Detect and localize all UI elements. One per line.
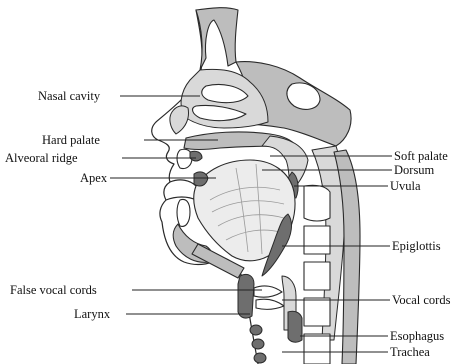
alveolar-ridge-tissue bbox=[190, 151, 202, 161]
label-trachea: Trachea bbox=[390, 345, 430, 359]
label-nasal-cavity: Nasal cavity bbox=[38, 89, 101, 103]
label-larynx: Larynx bbox=[74, 307, 111, 321]
tracheal-ring bbox=[252, 339, 264, 349]
label-esophagus: Esophagus bbox=[390, 329, 444, 343]
label-apex: Apex bbox=[80, 171, 108, 185]
nose-cartilage bbox=[170, 106, 189, 134]
tracheal-ring bbox=[254, 353, 266, 363]
vertebra-c2 bbox=[304, 185, 330, 221]
vertebra-c5 bbox=[304, 298, 330, 326]
false-vocal-fold bbox=[254, 286, 282, 297]
vertebra-c4 bbox=[304, 262, 330, 290]
label-false-vocal-cords: False vocal cords bbox=[10, 283, 97, 297]
tracheal-rings bbox=[250, 325, 266, 363]
label-hard-palate: Hard palate bbox=[42, 133, 100, 147]
upper-lip bbox=[170, 180, 196, 186]
label-vocal-cords: Vocal cords bbox=[392, 293, 451, 307]
label-alveolar-ridge: Alveoral ridge bbox=[5, 151, 78, 165]
label-epiglottis: Epiglottis bbox=[392, 239, 441, 253]
lower-incisor bbox=[177, 200, 190, 227]
true-vocal-fold bbox=[256, 299, 284, 309]
tracheal-ring bbox=[250, 325, 262, 335]
label-soft-palate: Soft palate bbox=[394, 149, 448, 163]
vertebra-c6 bbox=[304, 334, 330, 364]
frontal-bone bbox=[196, 8, 238, 70]
label-dorsum: Dorsum bbox=[394, 163, 435, 177]
thyroid-cartilage bbox=[238, 274, 254, 318]
esophagus-tissue bbox=[288, 311, 302, 342]
label-uvula: Uvula bbox=[390, 179, 421, 193]
vertebra-c3 bbox=[304, 226, 330, 254]
